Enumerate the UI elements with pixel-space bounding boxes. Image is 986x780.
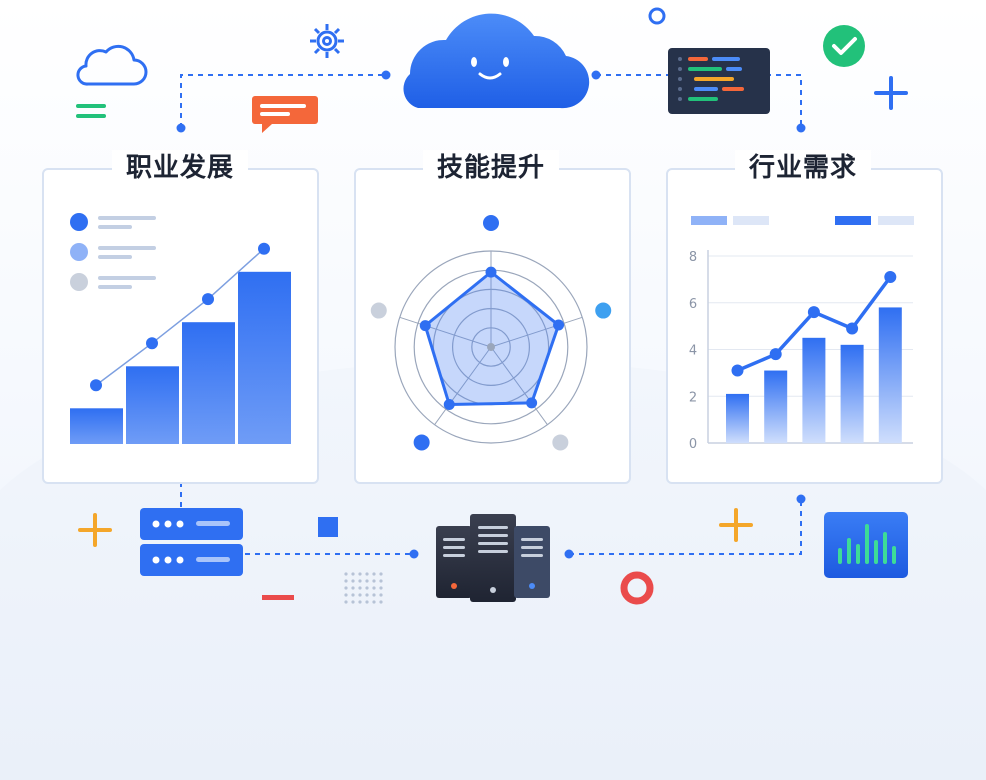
trend-point <box>90 379 102 392</box>
growth-bar <box>238 271 291 444</box>
y-tick-label: 8 <box>689 250 697 265</box>
code-window-icon <box>668 48 770 114</box>
radar-axis <box>434 346 492 425</box>
growth-bar <box>182 322 235 444</box>
demand-bar <box>726 393 749 443</box>
ring-icon <box>648 7 666 25</box>
radar-axis-marker <box>370 302 387 319</box>
check-circle-icon <box>823 25 865 67</box>
demand-bar <box>764 370 788 443</box>
plus-icon <box>719 508 753 542</box>
server-tower-icon <box>436 514 550 602</box>
cloud-outline-icon <box>76 44 148 86</box>
y-tick-label: 4 <box>689 344 697 359</box>
legend-line <box>98 276 156 280</box>
legend-line <box>98 246 156 250</box>
radar-area <box>423 270 561 406</box>
decor-layer <box>76 7 908 605</box>
trend-line <box>95 248 265 386</box>
demand-title: 行业需求 <box>734 150 872 186</box>
radar-point <box>419 320 431 332</box>
demand-bar <box>840 344 864 443</box>
trend-point <box>258 242 270 255</box>
demand-bar <box>878 307 902 443</box>
dot-grid-icon <box>344 572 383 604</box>
cloud-mascot-icon <box>403 13 590 109</box>
skill-radar-graphic <box>370 215 612 451</box>
radar-point <box>485 266 497 278</box>
legend-line <box>98 285 132 289</box>
demand-point <box>807 306 820 319</box>
legend-line <box>98 255 132 259</box>
radar-axis-marker <box>595 302 612 319</box>
y-tick-label: 0 <box>689 437 697 452</box>
radar-axis <box>490 346 548 425</box>
legend-dot <box>70 243 88 261</box>
y-tick-label: 2 <box>689 390 697 405</box>
bar-chart-tile-icon <box>824 512 908 578</box>
minus-icon <box>262 595 294 600</box>
trend-point <box>202 293 214 306</box>
demand-point <box>884 271 897 284</box>
growth-bar <box>70 408 123 444</box>
industry-demand-chart: 0 2 4 6 8 <box>689 216 914 452</box>
radar-axis <box>399 316 492 348</box>
target-ring-icon <box>620 571 654 605</box>
illustration: 职业发展 技能提升 行业需求 0 2 4 6 8 <box>0 7 986 780</box>
equals-icon <box>76 104 106 118</box>
radar-axis-marker <box>483 215 499 231</box>
radar-center <box>487 343 495 351</box>
legend-dot <box>70 213 88 231</box>
chat-bubble-icon <box>252 96 318 133</box>
square-icon <box>318 517 338 537</box>
server-rack-icon <box>140 508 243 576</box>
legend-chip <box>835 216 871 225</box>
connector-dots <box>176 70 806 559</box>
demand-point <box>846 322 859 335</box>
connector-lines <box>180 74 802 555</box>
radar-axis <box>490 316 583 348</box>
plus-icon <box>874 76 908 110</box>
radar-point <box>553 319 565 331</box>
growth-bar <box>126 366 179 444</box>
legend-chip <box>878 216 914 225</box>
demand-bar <box>802 337 826 443</box>
gear-icon <box>310 24 344 58</box>
radar-point <box>526 397 538 409</box>
trend-point <box>146 337 158 350</box>
y-tick-label: 6 <box>689 297 697 312</box>
legend-chip <box>691 216 727 225</box>
skills-title: 技能提升 <box>422 150 560 186</box>
demand-point <box>731 364 744 377</box>
radar-axis-marker <box>413 434 430 451</box>
career-title: 职业发展 <box>111 150 249 186</box>
demand-point <box>769 348 782 361</box>
legend-chip <box>733 216 769 225</box>
legend-dot <box>70 273 88 291</box>
plus-icon <box>78 513 112 547</box>
legend-line <box>98 225 132 229</box>
career-growth-graphic <box>70 213 291 444</box>
radar-axis-marker <box>552 434 569 451</box>
radar-point <box>443 398 455 410</box>
legend-line <box>98 216 156 220</box>
